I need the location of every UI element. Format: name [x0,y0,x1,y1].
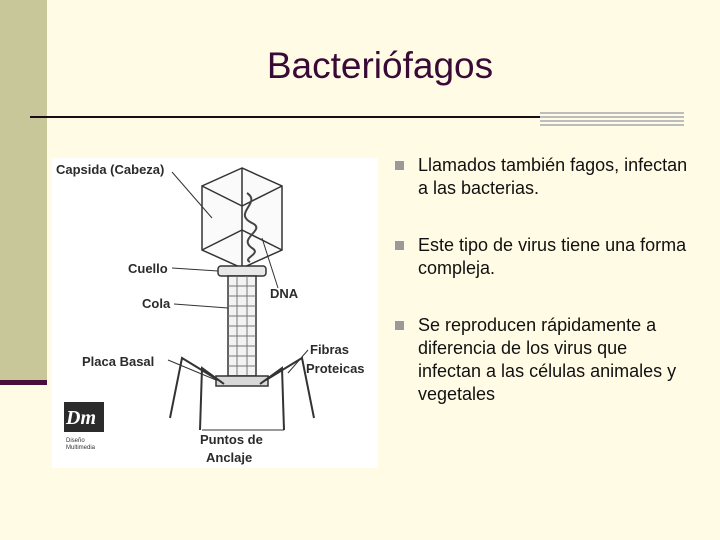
bullet-item: Llamados también fagos, infectan a las b… [393,154,693,200]
square-bullet-icon [395,241,404,250]
bullet-text: Llamados también fagos, infectan a las b… [418,155,688,198]
label-tail: Cola [142,296,171,311]
logo-line1: Diseño [66,438,85,444]
logo-line2: Multimedia [66,445,96,451]
label-neck: Cuello [128,261,168,276]
bullet-text: Se reproducen rápidamente a diferencia d… [418,315,677,404]
square-bullet-icon [395,321,404,330]
label-fibers-line2: Proteicas [306,361,365,376]
title-rule-pattern [540,110,684,126]
sidebar-band [0,0,47,383]
dm-logo: Dm Diseño Multimedia [64,402,104,451]
square-bullet-icon [395,161,404,170]
logo-mark: Dm [65,407,96,429]
bullet-item: Se reproducen rápidamente a diferencia d… [393,314,693,406]
label-base-plate: Placa Basal [82,354,154,369]
label-anchor-line1: Puntos de [200,432,263,447]
bacteriophage-diagram: Capsida (Cabeza) Cuello Cola DNA Placa B… [52,158,378,468]
label-anchor-line2: Anclaje [206,450,252,465]
tail-fibers [169,356,315,431]
dna-strand [244,192,258,263]
neck-collar [217,265,267,277]
label-fibers-line1: Fibras [310,342,349,357]
slide-title: Bacteriófagos [266,45,494,86]
bullet-text: Este tipo de virus tiene una forma compl… [418,235,687,278]
label-capsid: Capsida (Cabeza) [56,162,164,177]
title-rule [30,116,540,118]
bullet-list: Llamados también fagos, infectan a las b… [393,154,693,440]
label-dna: DNA [270,286,299,301]
sidebar-band-accent [0,380,47,385]
base-plate-shape [215,375,269,387]
tail-rings [228,276,256,376]
leader-lines [167,171,309,431]
bacteriophage-drawing: Capsida (Cabeza) Cuello Cola DNA Placa B… [56,162,365,465]
bullet-item: Este tipo de virus tiene una forma compl… [393,234,693,280]
capsid-shape [201,167,283,269]
